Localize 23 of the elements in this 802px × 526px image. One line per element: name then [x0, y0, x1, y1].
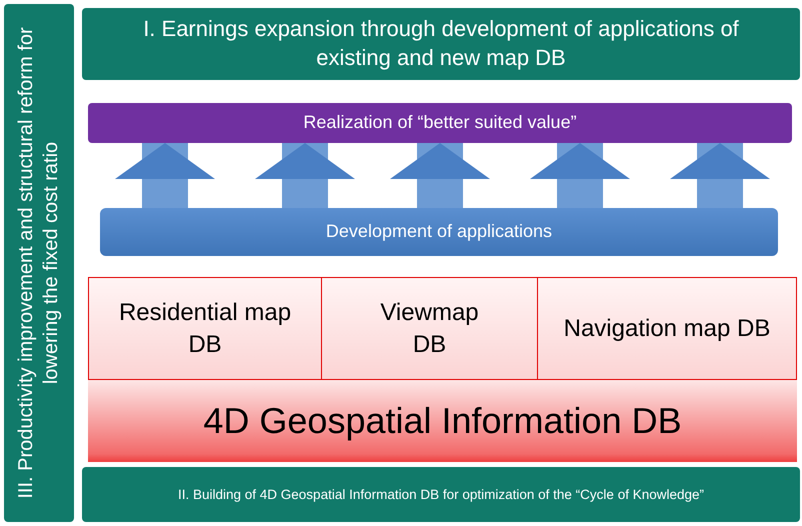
database-cell [88, 277, 322, 380]
node-label: Navigation map DB [564, 314, 770, 344]
block-arrow [530, 143, 630, 208]
base-band [82, 467, 800, 522]
node-label: III. Productivity improvement and structural reform for lowering the fixed cost ratio [14, 26, 63, 501]
node-label: II. Building of 4D Geospatial Information DB for optimization of the “Cycle of Knowledge” [178, 486, 704, 504]
result-bar [88, 103, 792, 143]
node-label: Viewmap DB [380, 298, 479, 360]
side-band [4, 4, 74, 522]
block-arrow [390, 143, 490, 208]
database-cell [321, 277, 538, 380]
foundation-band [88, 380, 797, 462]
process-bar [100, 208, 778, 256]
node-label: Development of applications [326, 220, 552, 244]
block-arrow [115, 143, 215, 208]
block-arrow [255, 143, 355, 208]
node-label: Realization of “better suited value” [303, 111, 577, 134]
node-label: 4D Geospatial Information DB [203, 398, 682, 443]
block-arrow [670, 143, 770, 208]
node-label: Residential map DB [118, 298, 292, 360]
node-label: I. Earnings expansion through development of applications of existing and new map DB [142, 15, 740, 72]
heading-band [82, 8, 800, 80]
database-cell [537, 277, 797, 380]
